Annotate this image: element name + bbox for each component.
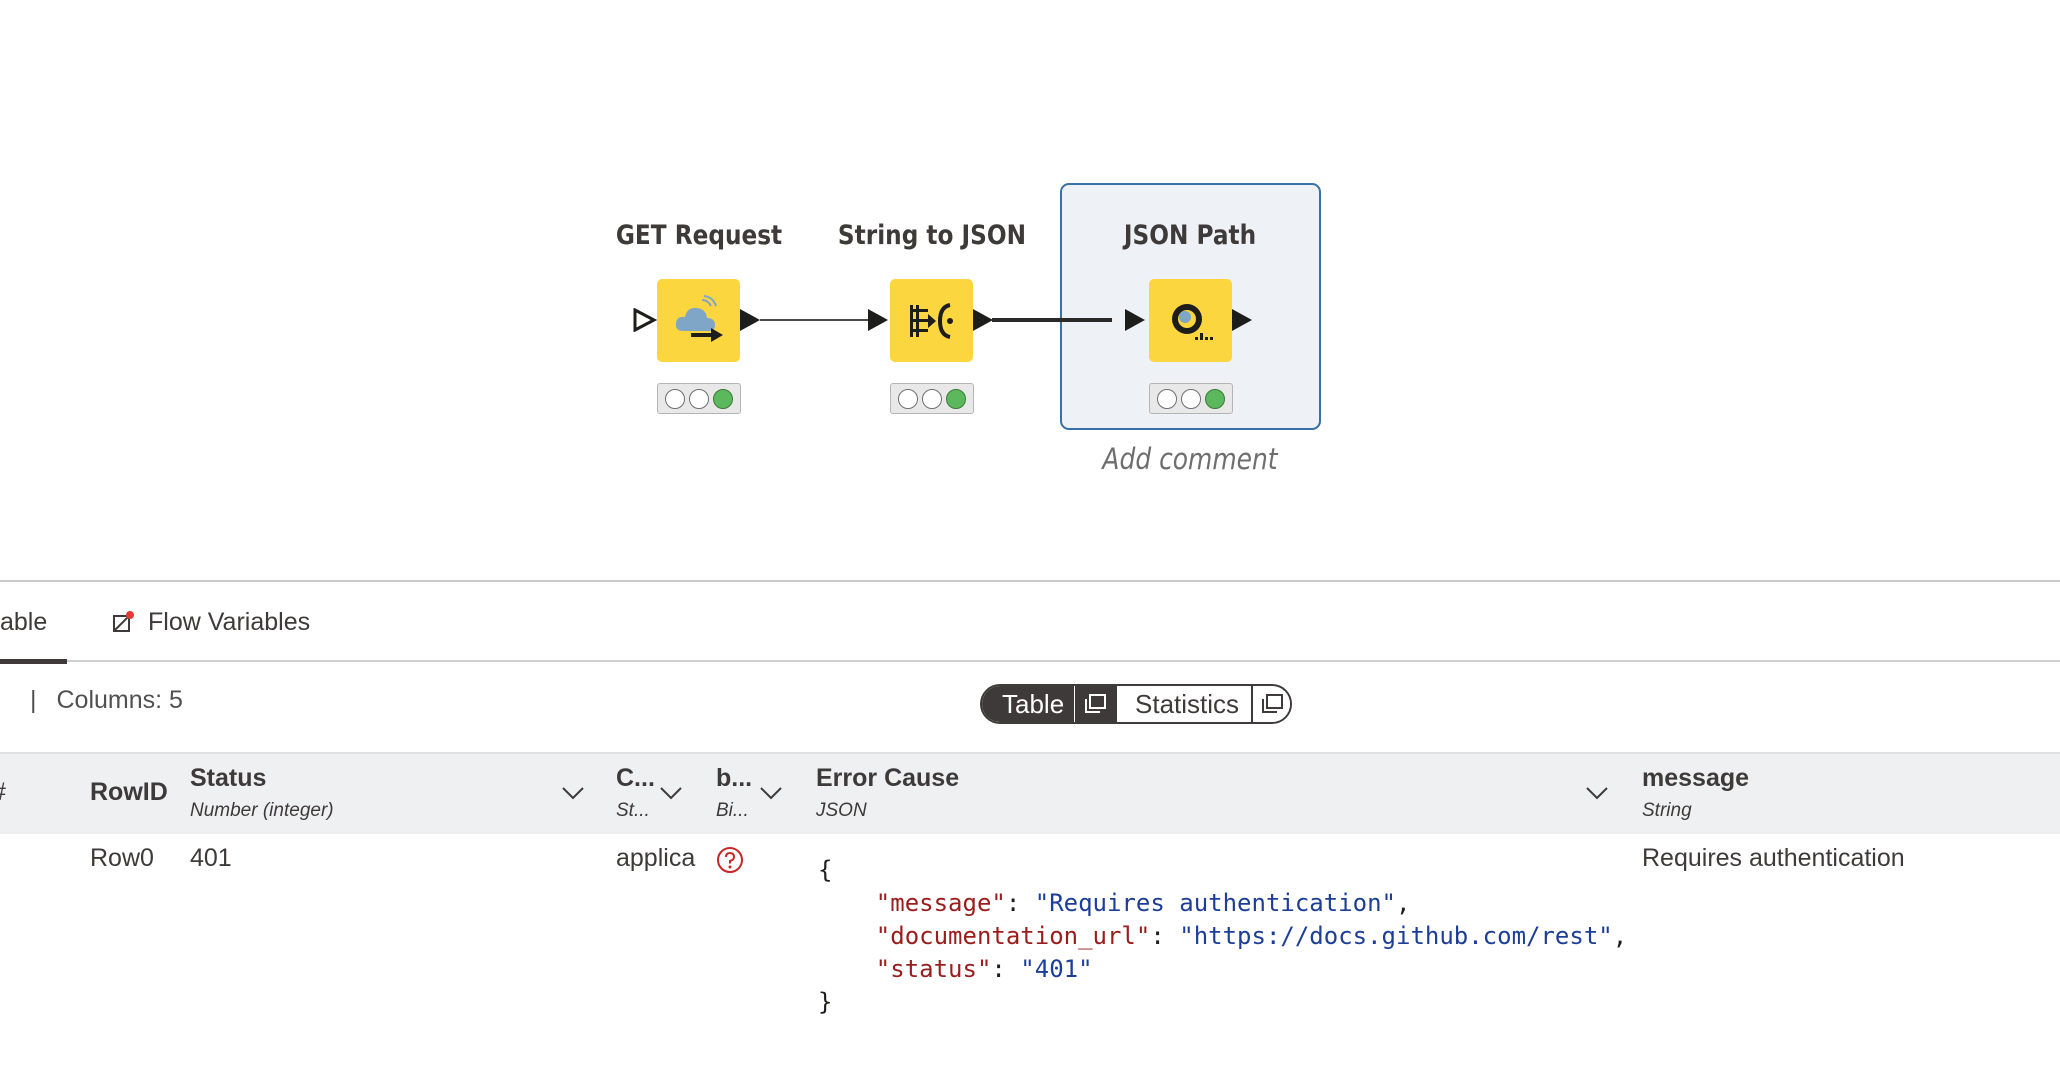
column-type: St... bbox=[616, 800, 650, 821]
json-value: "https://docs.github.com/rest" bbox=[1179, 922, 1613, 950]
column-type: Number (integer) bbox=[190, 800, 334, 821]
chevron-down-icon[interactable] bbox=[560, 780, 586, 806]
tab-flow-variables[interactable]: Flow Variables bbox=[112, 582, 310, 662]
node-status-traffic-light bbox=[890, 383, 974, 414]
node-input-port[interactable] bbox=[868, 309, 888, 331]
toggle-table-option[interactable]: Table bbox=[982, 686, 1075, 722]
node-output-port[interactable] bbox=[1232, 309, 1252, 331]
table-info-bar: | Columns: 5 bbox=[0, 664, 2060, 736]
cell-message: Requires authentication bbox=[1642, 844, 1905, 872]
column-header-content-type[interactable]: C... St... bbox=[616, 754, 686, 836]
view-mode-toggle[interactable]: Table Statistics bbox=[980, 684, 1292, 724]
node-title-string-to-json[interactable]: String to JSON bbox=[837, 220, 1027, 251]
cell-status: 401 bbox=[190, 844, 232, 872]
node-json-path[interactable] bbox=[1149, 279, 1232, 362]
status-light-yellow bbox=[922, 388, 942, 409]
flow-variable-icon bbox=[112, 611, 134, 633]
json-key: "documentation_url" bbox=[875, 922, 1151, 950]
json-key: "message" bbox=[875, 889, 1006, 917]
toggle-statistics-option[interactable]: Statistics bbox=[1115, 686, 1252, 722]
json-comma: , bbox=[1613, 922, 1624, 950]
node-string-to-json[interactable] bbox=[890, 279, 973, 362]
node-output-port[interactable] bbox=[973, 309, 993, 331]
column-type: String bbox=[1642, 800, 1692, 821]
node-output-port[interactable] bbox=[740, 309, 760, 331]
table-row[interactable]: Row0 401 applica { "message": "Requires … bbox=[0, 834, 2060, 1024]
cloud-download-icon bbox=[675, 294, 723, 342]
column-name: RowID bbox=[90, 778, 168, 806]
cell-error-cause-json: { "message": "Requires authentication", … bbox=[818, 854, 1624, 1019]
chevron-down-icon[interactable] bbox=[758, 780, 784, 806]
status-light-red bbox=[665, 388, 685, 409]
chevron-down-icon[interactable] bbox=[1584, 780, 1610, 806]
toggle-table-label: Table bbox=[1002, 688, 1065, 719]
json-colon: : bbox=[1005, 889, 1035, 917]
json-value: "Requires authentication" bbox=[1034, 889, 1396, 917]
column-header-rowid[interactable]: RowID bbox=[90, 754, 168, 836]
column-name: Error Cause bbox=[816, 764, 960, 792]
add-comment-label[interactable]: Add comment bbox=[1102, 442, 1278, 476]
node-status-traffic-light bbox=[1149, 383, 1233, 414]
column-count-label: Columns: 5 bbox=[56, 685, 183, 714]
node-title-get-request[interactable]: GET Request bbox=[615, 220, 783, 251]
status-light-green bbox=[946, 388, 966, 409]
node-input-port[interactable] bbox=[1125, 309, 1145, 331]
json-key: "status" bbox=[875, 955, 992, 983]
node-status-traffic-light bbox=[657, 383, 741, 414]
cell-rowid: Row0 bbox=[90, 844, 154, 872]
status-light-yellow bbox=[689, 388, 709, 409]
chevron-down-icon[interactable] bbox=[658, 780, 684, 806]
workflow-canvas[interactable]: GET Request String to JSON bbox=[0, 0, 2060, 580]
json-comma: , bbox=[1395, 889, 1411, 917]
open-table-window-icon[interactable] bbox=[1074, 686, 1116, 722]
node-input-port-variable[interactable] bbox=[633, 308, 657, 332]
info-separator: | bbox=[30, 685, 37, 714]
column-name: Status bbox=[190, 764, 267, 792]
column-header-error-cause[interactable]: Error Cause JSON bbox=[816, 754, 1616, 836]
connection-string-to-jsonpath[interactable] bbox=[992, 318, 1112, 322]
column-name: b... bbox=[716, 764, 753, 792]
json-open-brace: { bbox=[818, 856, 833, 884]
node-get-request[interactable] bbox=[657, 279, 740, 362]
panel-tabs: able Flow Variables bbox=[0, 582, 2060, 664]
node-title-json-path[interactable]: JSON Path bbox=[1123, 220, 1257, 251]
cell-content-type: applica bbox=[616, 844, 696, 872]
column-header-message[interactable]: message String bbox=[1642, 754, 2042, 836]
json-path-icon bbox=[1171, 303, 1213, 340]
json-close-brace: } bbox=[818, 988, 833, 1016]
json-colon: : bbox=[991, 955, 1021, 983]
table-body: Row0 401 applica { "message": "Requires … bbox=[0, 834, 2060, 1086]
tab-table-label: able bbox=[0, 607, 48, 636]
open-statistics-window-icon[interactable] bbox=[1251, 686, 1290, 722]
status-light-green bbox=[713, 388, 733, 409]
column-header-status[interactable]: Status Number (integer) bbox=[190, 754, 590, 836]
status-light-red bbox=[898, 388, 918, 409]
status-light-yellow bbox=[1181, 388, 1201, 409]
column-header-body[interactable]: b... Bi... bbox=[716, 754, 786, 836]
table-header: # RowID Status Number (integer) C... St.… bbox=[0, 752, 2060, 834]
column-name: C... bbox=[616, 764, 655, 792]
column-name: message bbox=[1642, 764, 1750, 792]
column-type: Bi... bbox=[716, 800, 749, 821]
column-type: JSON bbox=[816, 800, 867, 821]
row-number-header: # bbox=[0, 778, 6, 807]
connection-get-to-string[interactable] bbox=[760, 319, 872, 321]
tab-flow-variables-label: Flow Variables bbox=[148, 607, 311, 636]
json-colon: : bbox=[1150, 922, 1180, 950]
status-light-red bbox=[1157, 388, 1177, 409]
tab-table[interactable]: able bbox=[0, 582, 68, 664]
json-value: "401" bbox=[1020, 955, 1093, 983]
string-to-json-icon bbox=[909, 302, 953, 339]
toggle-statistics-label: Statistics bbox=[1135, 688, 1240, 719]
column-count: | Columns: 5 bbox=[30, 664, 183, 736]
status-light-green bbox=[1205, 388, 1225, 409]
missing-value-icon bbox=[716, 846, 744, 881]
